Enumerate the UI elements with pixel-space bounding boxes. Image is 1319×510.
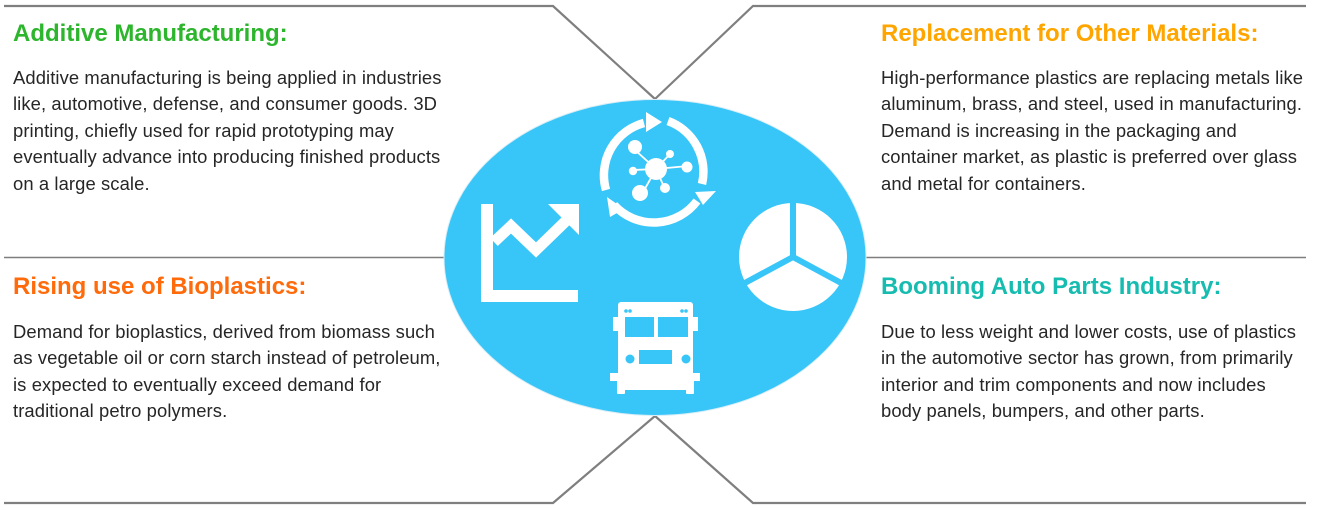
section-title: Additive Manufacturing: [13,20,288,47]
section-title: Replacement for Other Materials: [881,20,1259,47]
section-title: Booming Auto Parts Industry: [881,273,1222,300]
section-body: Demand for bioplastics, derived from bio… [13,321,441,422]
section-auto-parts: Booming Auto Parts Industry: Due to less… [881,273,1311,425]
cycle-network-icon [599,112,716,227]
section-body: Additive manufacturing is being applied … [13,67,442,194]
section-additive-manufacturing: Additive Manufacturing: Additive manufac… [13,20,453,197]
top-left-divider [4,4,656,100]
pie-chart-icon [739,200,847,311]
bottom-right-divider [654,415,1306,505]
section-replacement-materials: Replacement for Other Materials: High-pe… [881,20,1311,197]
bus-icon [610,302,700,394]
section-body: High-performance plastics are replacing … [881,67,1304,194]
section-bioplastics: Rising use of Bioplastics: Demand for bi… [13,273,453,425]
section-title: Rising use of Bioplastics: [13,273,307,300]
divider-lines [4,4,1306,505]
top-right-divider [654,4,1306,100]
section-body: Due to less weight and lower costs, use … [881,321,1297,422]
center-ellipse [443,99,867,416]
bottom-left-divider [4,415,656,505]
growth-chart-icon [481,204,579,302]
